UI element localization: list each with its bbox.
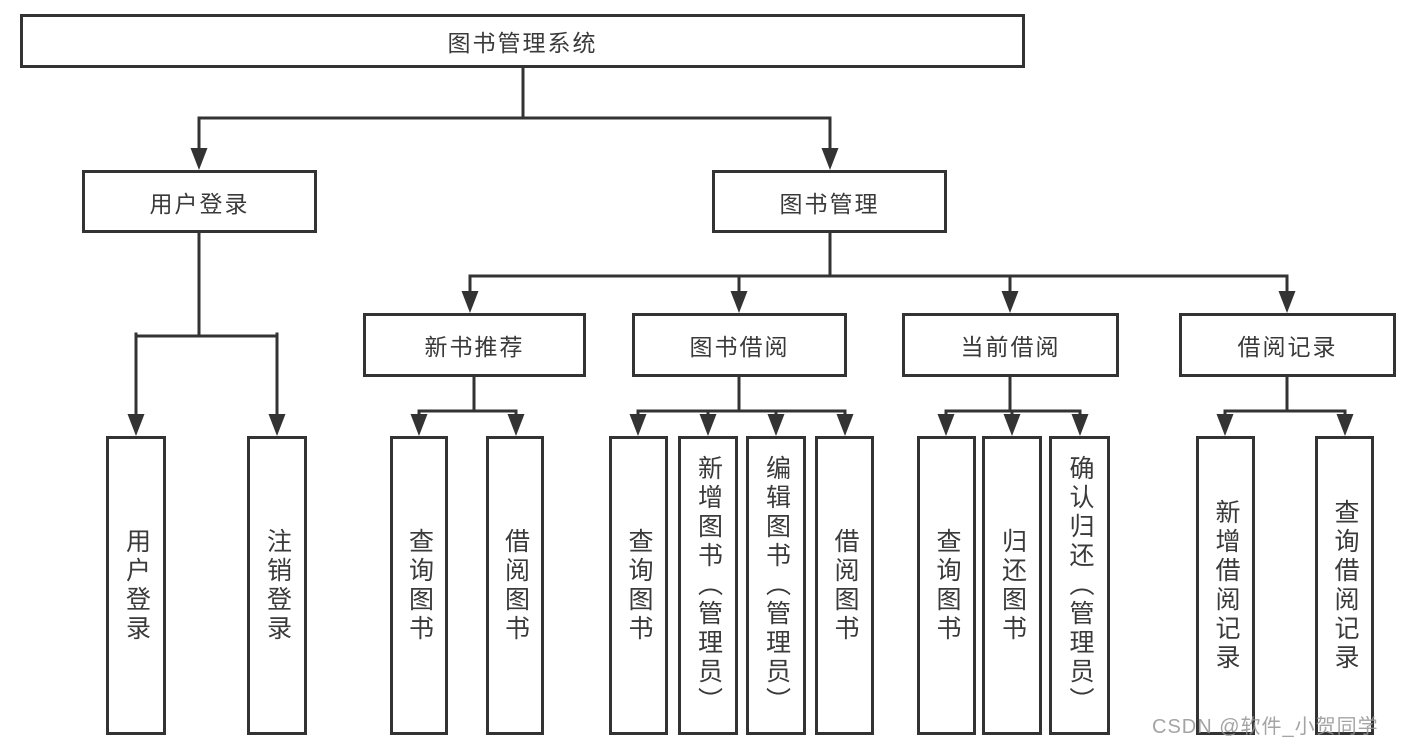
node-current-borrowing: 当前借阅 bbox=[902, 313, 1119, 377]
leaf-add-books-admin-label: 新增图书（管理员） bbox=[694, 455, 723, 716]
leaf-user-login: 用户登录 bbox=[106, 436, 166, 735]
node-book-management-branch: 图书管理 bbox=[712, 170, 947, 233]
node-book-borrowing: 图书借阅 bbox=[632, 313, 847, 377]
leaf-confirm-return-admin-label: 确认归还（管理员） bbox=[1066, 455, 1094, 716]
leaf-return-books: 归还图书 bbox=[982, 436, 1042, 735]
node-library-management-system: 图书管理系统 bbox=[20, 14, 1025, 68]
leaf-query-books-borrowing: 查询图书 bbox=[609, 436, 668, 735]
leaf-borrow-books-recommend-label: 借阅图书 bbox=[501, 527, 530, 644]
leaf-borrow-books-label: 借阅图书 bbox=[831, 527, 859, 644]
leaf-user-login-label: 用户登录 bbox=[122, 527, 151, 644]
leaf-borrow-books-recommend: 借阅图书 bbox=[486, 436, 544, 735]
leaf-add-borrow-record: 新增借阅记录 bbox=[1196, 436, 1255, 735]
csdn-watermark: CSDN @软件_小贺同学 bbox=[1152, 716, 1379, 738]
leaf-edit-books-admin: 编辑图书（管理员） bbox=[746, 436, 806, 735]
node-user-login-branch: 用户登录 bbox=[82, 170, 317, 233]
leaf-return-books-label: 归还图书 bbox=[998, 527, 1027, 644]
leaf-add-books-admin: 新增图书（管理员） bbox=[678, 436, 738, 735]
leaf-query-borrow-record: 查询借阅记录 bbox=[1315, 436, 1374, 735]
node-new-book-recommendation: 新书推荐 bbox=[363, 313, 586, 377]
leaf-query-books-current: 查询图书 bbox=[917, 436, 976, 735]
leaf-logout-label: 注销登录 bbox=[263, 527, 292, 644]
leaf-query-books-current-label: 查询图书 bbox=[933, 527, 961, 644]
node-borrowing-records: 借阅记录 bbox=[1179, 313, 1396, 377]
leaf-query-books-recommend-label: 查询图书 bbox=[405, 527, 434, 644]
leaf-borrow-books: 借阅图书 bbox=[815, 436, 874, 735]
leaf-logout: 注销登录 bbox=[247, 436, 307, 735]
leaf-edit-books-admin-label: 编辑图书（管理员） bbox=[762, 455, 791, 716]
leaf-query-borrow-record-label: 查询借阅记录 bbox=[1331, 498, 1359, 673]
leaf-confirm-return-admin: 确认归还（管理员） bbox=[1049, 436, 1110, 735]
leaf-add-borrow-record-label: 新增借阅记录 bbox=[1212, 498, 1240, 673]
leaf-query-books-recommend: 查询图书 bbox=[390, 436, 448, 735]
leaf-query-books-borrowing-label: 查询图书 bbox=[625, 527, 653, 644]
